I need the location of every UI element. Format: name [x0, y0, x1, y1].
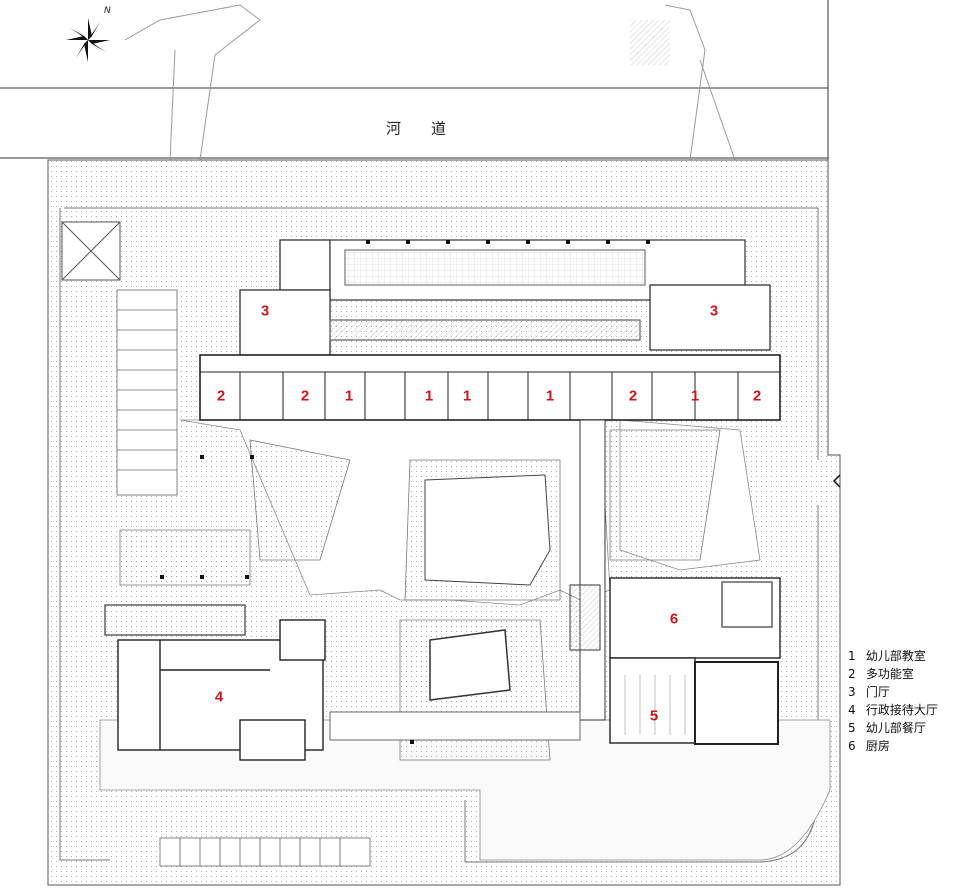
room-number-class: 2	[300, 387, 310, 405]
room-number-class: 1	[344, 387, 354, 405]
room-number-hall-ne: 3	[709, 302, 719, 320]
legend-item: 1 幼儿部教室	[848, 649, 926, 663]
room-number-dining: 5	[649, 707, 659, 725]
legend-item: 3 门厅	[848, 685, 890, 699]
room-number-class: 1	[690, 387, 700, 405]
room-number-hall-nw: 3	[260, 302, 270, 320]
legend-item: 4 行政接待大厅	[848, 703, 938, 717]
legend-item: 6 厨房	[848, 739, 890, 753]
legend-item: 2 多功能室	[848, 667, 914, 681]
river-band	[0, 0, 829, 161]
legend: 1 幼儿部教室 2 多功能室 3 门厅 4 行政接待大厅 5 幼儿部餐厅 6 厨…	[848, 647, 938, 755]
east-gate-icon	[832, 474, 841, 488]
central-courtyard	[424, 474, 551, 586]
room-number-class: 1	[545, 387, 555, 405]
parking-west	[116, 289, 178, 496]
building-kitchen-dining	[609, 577, 781, 745]
connector-corridor	[329, 419, 606, 741]
building-admin	[104, 604, 326, 761]
classroom-walls	[200, 371, 780, 420]
building-north	[199, 239, 781, 421]
room-number-class: 1	[424, 387, 434, 405]
river-label: 河 道	[385, 119, 447, 138]
column-grid	[160, 240, 650, 744]
room-number-kitchen: 6	[669, 610, 679, 628]
legend-item: 5 幼儿部餐厅	[848, 721, 926, 735]
room-number-class: 2	[628, 387, 638, 405]
compass-icon	[66, 18, 110, 62]
room-number-class: 1	[462, 387, 472, 405]
room-number-admin: 4	[214, 688, 224, 706]
room-number-class: 2	[216, 387, 226, 405]
parking-south	[159, 837, 371, 867]
compass-north-label: N	[104, 6, 111, 16]
room-number-class: 2	[752, 387, 762, 405]
